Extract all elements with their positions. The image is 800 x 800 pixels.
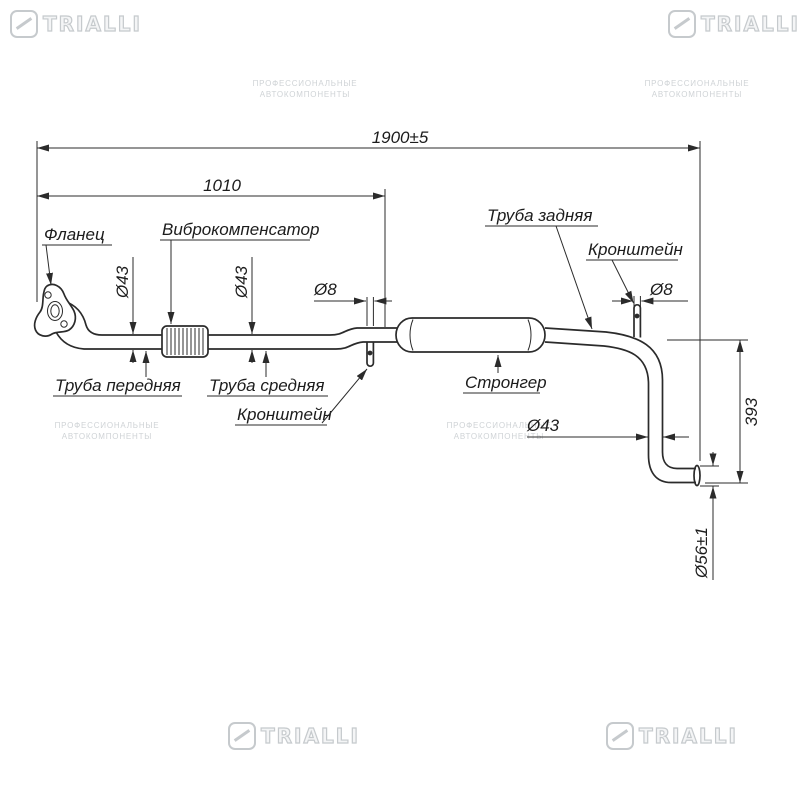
trialli-logo-bottom-left: TRIALLI xyxy=(228,722,360,750)
dimension-d43-middle: Ø43 xyxy=(232,257,256,363)
dimensions: 1900±5 1010 393 Ø43 Ø43 xyxy=(36,128,761,580)
label-stronger: Стронгер xyxy=(463,355,547,394)
trialli-emblem-icon xyxy=(228,722,256,750)
watermark-tagline: ПРОФЕССИОНАЛЬНЫЕ АВТОКОМПОНЕНТЫ xyxy=(434,420,564,442)
label-vibrocompensator: Виброкомпенсатор xyxy=(160,220,319,324)
dim-height-text: 393 xyxy=(742,397,761,426)
rear-bracket-weld-dot xyxy=(634,313,640,319)
dimension-d43-rear: Ø43 xyxy=(526,416,689,441)
trialli-wordmark: TRIALLI xyxy=(42,11,142,36)
flange-outline xyxy=(33,283,77,337)
middle-pipe-bottom-edge xyxy=(208,341,398,350)
label-stronger-text: Стронгер xyxy=(465,373,547,392)
pipe-assembly xyxy=(33,283,701,487)
label-rear-pipe-text: Труба задняя xyxy=(487,206,592,225)
dim-d43-front-text: Ø43 xyxy=(113,265,132,299)
trialli-wordmark: TRIALLI xyxy=(700,11,800,36)
label-rear-pipe: Труба задняя xyxy=(485,206,598,330)
leader-line xyxy=(555,225,593,330)
trialli-logo-top-left: TRIALLI xyxy=(10,10,142,38)
tagline-line1: ПРОФЕССИОНАЛЬНЫЕ xyxy=(644,79,750,88)
leader-line xyxy=(45,244,53,286)
trialli-logo-top-right: TRIALLI xyxy=(668,10,800,38)
dimension-d56-outlet: Ø56±1 xyxy=(692,452,719,580)
vibrocompensator-corrugations xyxy=(166,328,204,355)
stronger-seam-left xyxy=(409,319,414,351)
label-vibro-text: Виброкомпенсатор xyxy=(162,220,319,239)
rear-pipe-inner-edge xyxy=(544,341,696,484)
trialli-emblem-icon xyxy=(668,10,696,38)
trialli-emblem-icon xyxy=(606,722,634,750)
dimension-d43-front: Ø43 xyxy=(113,257,137,363)
trialli-emblem-icon xyxy=(10,10,38,38)
dimension-height-393: 393 xyxy=(667,339,761,484)
dim-d56-text: Ø56±1 xyxy=(692,527,711,579)
stronger-seam-right xyxy=(527,319,532,351)
label-front-pipe: Труба передняя xyxy=(53,351,182,397)
flange-bolt-hole-bottom xyxy=(60,320,68,328)
middle-bracket-weld-dot xyxy=(367,350,373,356)
vibrocompensator-body xyxy=(161,325,209,358)
trialli-wordmark: TRIALLI xyxy=(638,723,738,748)
dim-overall-text: 1900±5 xyxy=(372,128,429,147)
watermark-tagline: ПРОФЕССИОНАЛЬНЫЕ АВТОКОМПОНЕНТЫ xyxy=(42,420,172,442)
watermark-tagline: ПРОФЕССИОНАЛЬНЫЕ АВТОКОМПОНЕНТЫ xyxy=(632,78,762,100)
trialli-logo-bottom-right: TRIALLI xyxy=(606,722,738,750)
front-pipe-bottom-edge xyxy=(55,331,164,350)
label-bracket-middle: Кронштейн xyxy=(235,368,368,426)
dimension-d8-middle-bracket: Ø8 xyxy=(313,280,392,326)
dimension-overall-length: 1900±5 xyxy=(36,128,701,461)
tagline-line1: ПРОФЕССИОНАЛЬНЫЕ xyxy=(446,421,552,430)
rear-bracket xyxy=(633,304,642,338)
tagline-line1: ПРОФЕССИОНАЛЬНЫЕ xyxy=(54,421,160,430)
dimension-partial-length: 1010 xyxy=(37,176,386,327)
flange-bore-inner xyxy=(50,304,60,318)
tagline-line2: АВТОКОМПОНЕНТЫ xyxy=(651,90,743,99)
label-flange-text: Фланец xyxy=(44,225,105,244)
label-bracket-middle-text: Кронштейн xyxy=(237,405,332,424)
flange-bore-outer xyxy=(47,301,63,321)
rear-pipe-outer-edge xyxy=(544,327,696,470)
tagline-line2: АВТОКОМПОНЕНТЫ xyxy=(61,432,153,441)
label-front-pipe-text: Труба передняя xyxy=(55,376,181,395)
label-bracket-rear-text: Кронштейн xyxy=(588,240,683,259)
leader-line xyxy=(611,259,634,304)
label-middle-pipe: Труба средняя xyxy=(207,351,328,397)
part-labels: Фланец Виброкомпенсатор Труба задняя Кро… xyxy=(42,206,683,426)
stronger-body xyxy=(395,317,546,353)
flange-bolt-hole-top xyxy=(44,291,52,299)
leader-line xyxy=(321,368,368,424)
watermark-tagline: ПРОФЕССИОНАЛЬНЫЕ АВТОКОМПОНЕНТЫ xyxy=(240,78,370,100)
dim-partial-text: 1010 xyxy=(203,176,241,195)
dim-d43-middle-text: Ø43 xyxy=(232,265,251,299)
dim-d8-rear-text: Ø8 xyxy=(649,280,673,299)
front-pipe-top-edge xyxy=(63,300,164,336)
dim-d43-rear-text: Ø43 xyxy=(526,416,560,435)
tagline-line2: АВТОКОМПОНЕНТЫ xyxy=(259,90,351,99)
outlet-end-cap xyxy=(693,464,701,487)
dim-d8-middle-text: Ø8 xyxy=(313,280,337,299)
label-bracket-rear: Кронштейн xyxy=(586,240,683,304)
label-flange: Фланец xyxy=(42,225,112,286)
middle-pipe-top-edge xyxy=(208,327,398,336)
tagline-line2: АВТОКОМПОНЕНТЫ xyxy=(453,432,545,441)
middle-bracket xyxy=(366,342,375,367)
tagline-line1: ПРОФЕССИОНАЛЬНЫЕ xyxy=(252,79,358,88)
label-middle-pipe-text: Труба средняя xyxy=(209,376,324,395)
dimension-d8-rear-bracket: Ø8 xyxy=(612,280,688,307)
trialli-wordmark: TRIALLI xyxy=(260,723,360,748)
